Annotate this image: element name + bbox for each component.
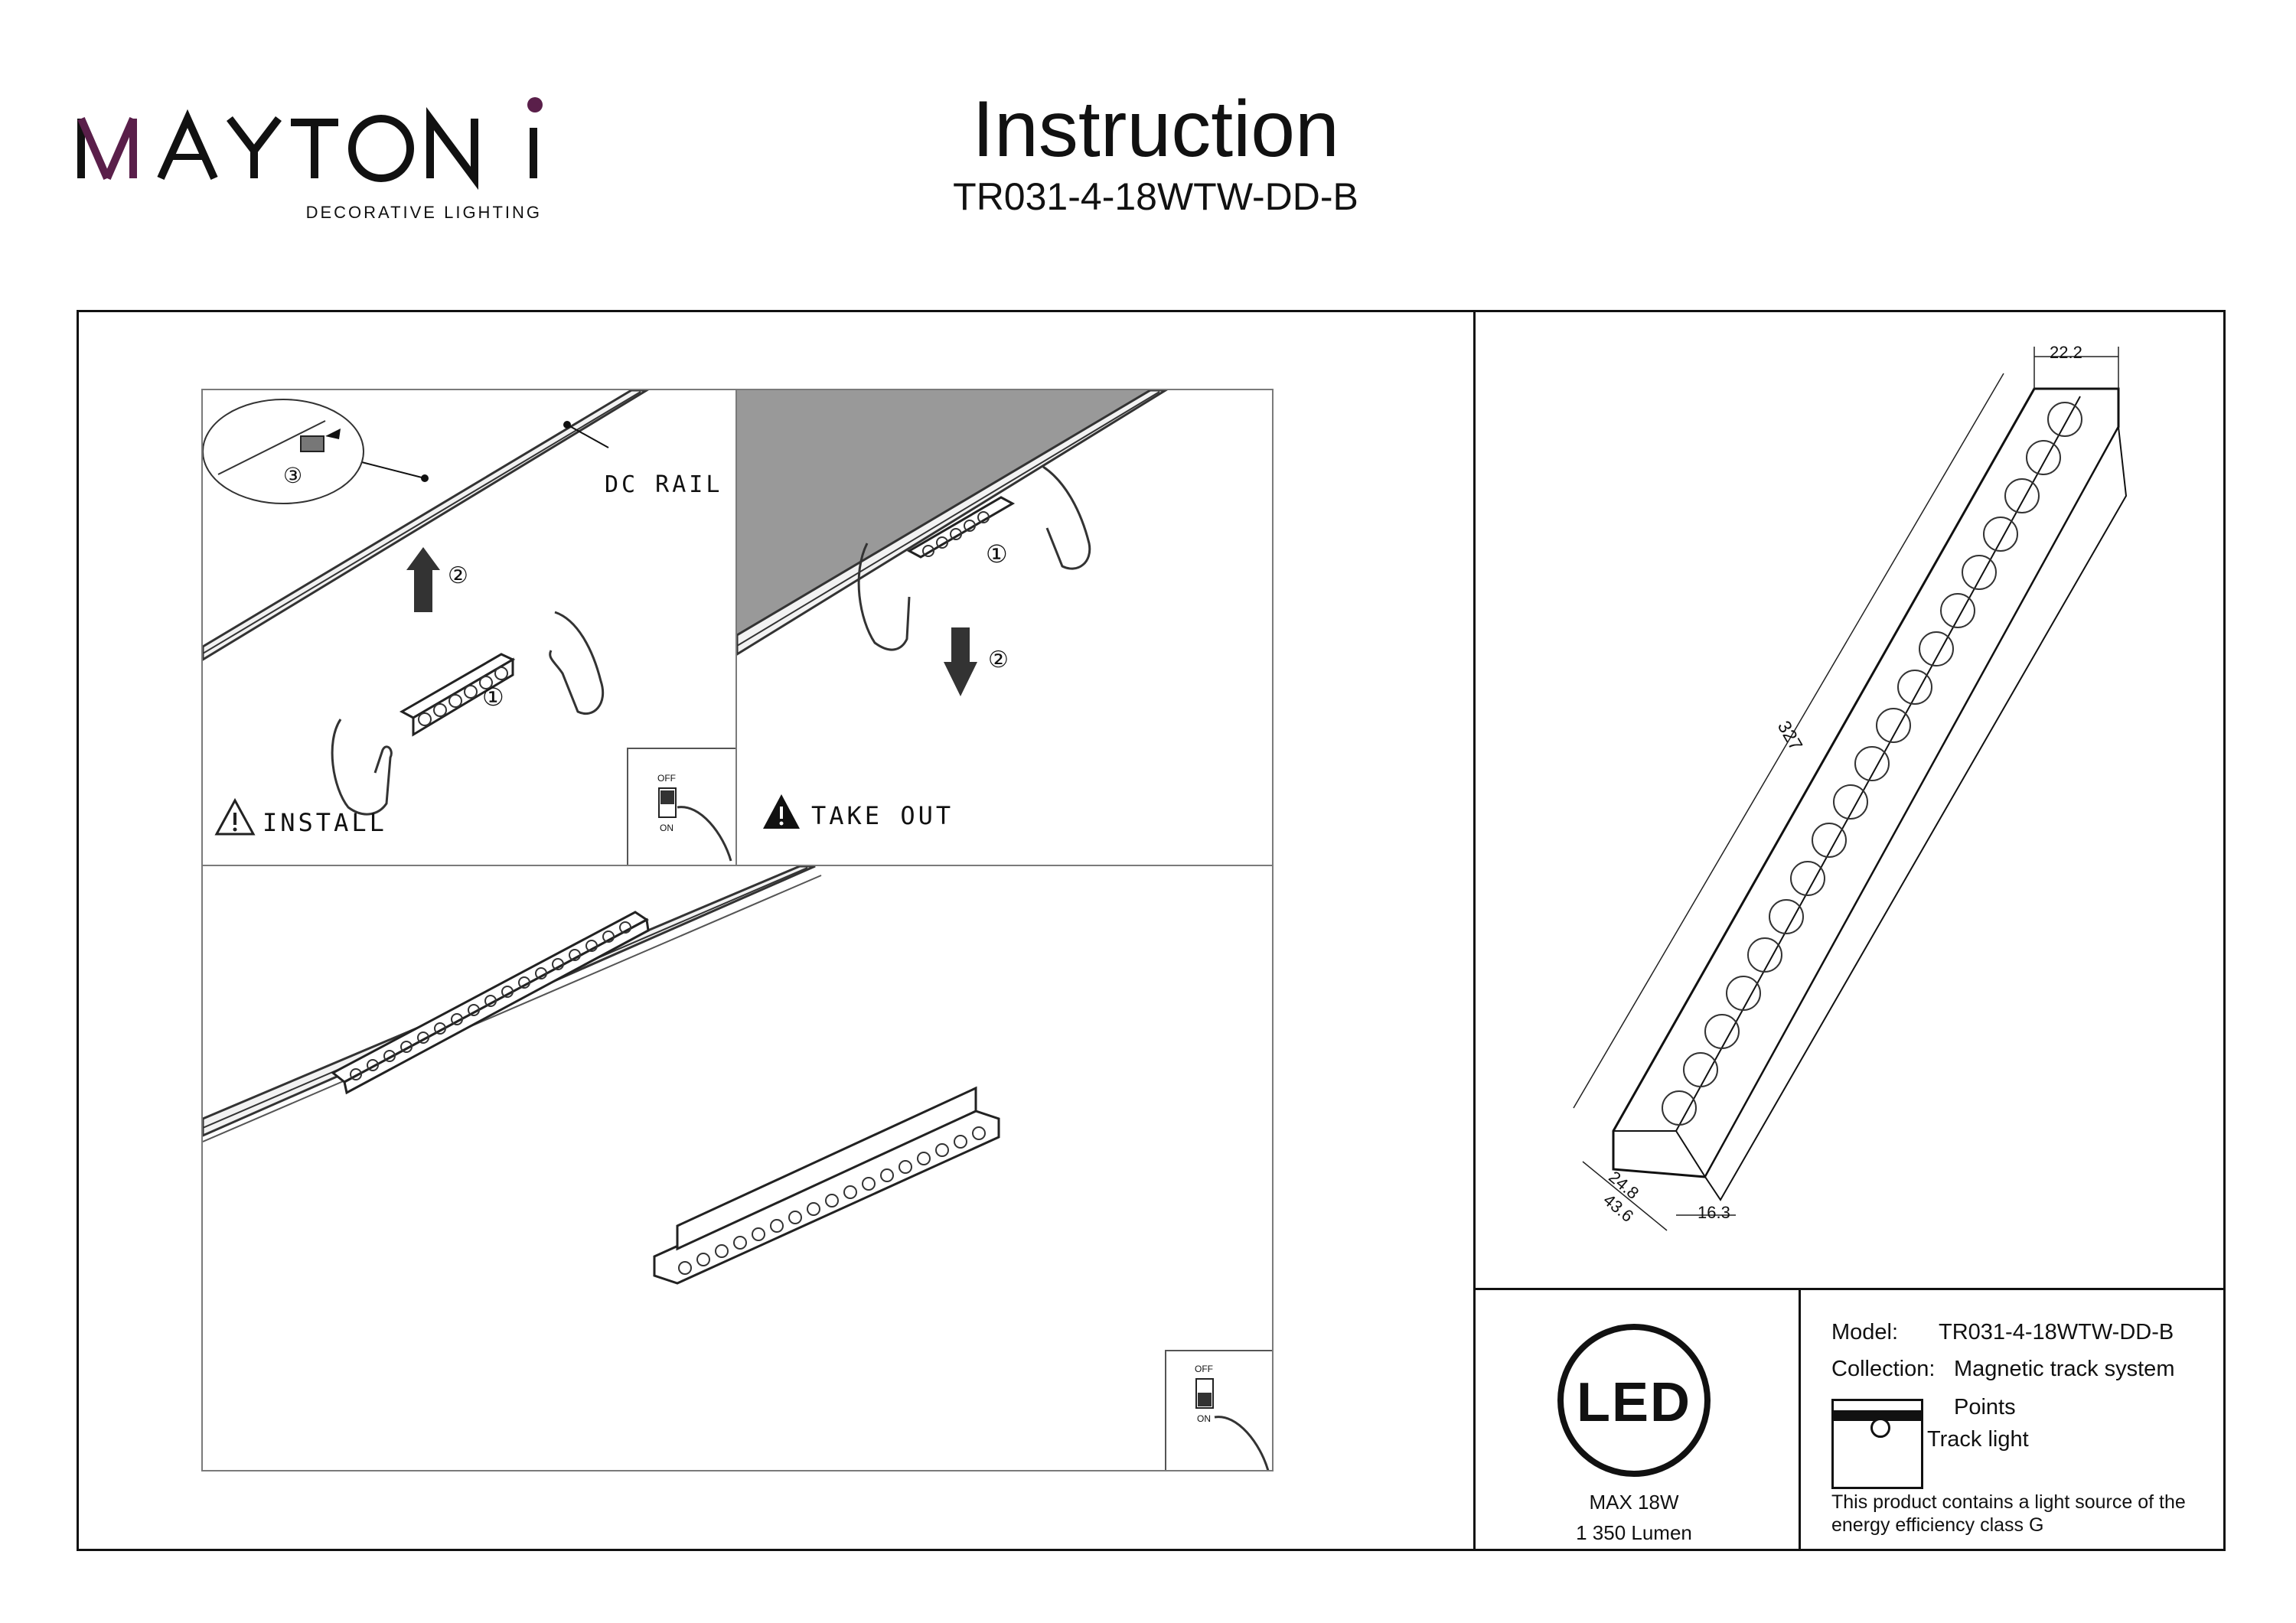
install-label: INSTALL [263, 808, 387, 837]
led-badge: LED [1557, 1324, 1711, 1477]
result-switch-off: OFF [1195, 1364, 1213, 1374]
type-value: Track light [1927, 1427, 2029, 1452]
collection-sub: Points [1954, 1395, 2016, 1419]
take-out-step-1: ① [986, 540, 1008, 568]
take-out-label: TAKE OUT [811, 801, 954, 830]
result-panel: OFF ON [201, 865, 1274, 1471]
led-badge-text: LED [1577, 1372, 1691, 1433]
result-switch-on: ON [1197, 1413, 1211, 1424]
result-illustration [203, 866, 1272, 1470]
install-step-2: ② [448, 563, 468, 588]
install-step-3: ③ [283, 464, 303, 487]
model-label: Model: [1831, 1320, 1899, 1344]
brand-tagline: DECORATIVE LIGHTING [306, 203, 542, 222]
install-switch-off: OFF [657, 773, 676, 784]
collection-value: Magnetic track system [1954, 1357, 2175, 1381]
install-step-1: ① [482, 683, 504, 711]
install-illustration [203, 390, 735, 865]
page-title: Instruction [972, 85, 1339, 174]
collection-label: Collection: [1831, 1357, 1936, 1381]
install-panel: DC RAIL ③ ② ① INSTALL OFF ON [201, 389, 737, 866]
energy-note-line2: energy efficiency class G [1831, 1514, 2044, 1536]
divider-vertical [1473, 310, 1476, 1551]
take-out-step-2: ② [988, 647, 1009, 673]
take-out-panel: ① ② TAKE OUT [735, 389, 1274, 866]
maytoni-logo: DECORATIVE LIGHTING [77, 97, 543, 222]
dim-height: 16.3 [1698, 1203, 1730, 1222]
install-switch-on: ON [660, 823, 673, 833]
dim-width-top: 22.2 [2050, 343, 2082, 362]
dimension-drawing: 22.2 327 24.8 43.6 16.3 [1476, 312, 2223, 1286]
model-code: TR031-4-18WTW-DD-B [953, 175, 1358, 218]
brand-logo: DECORATIVE LIGHTING [77, 88, 551, 226]
dc-rail-label: DC RAIL [605, 471, 723, 498]
take-out-illustration [737, 390, 1168, 829]
lumen-spec: 1 350 Lumen [1576, 1521, 1692, 1544]
divider-info [1799, 1288, 1801, 1551]
energy-note-line1: This product contains a light source of … [1831, 1491, 2186, 1513]
divider-horizontal [1473, 1288, 2226, 1290]
model-value: TR031-4-18WTW-DD-B [1939, 1320, 2174, 1344]
fixture-dimension-diagram [1573, 347, 2128, 1231]
track-light-icon [1831, 1399, 1923, 1489]
main-frame [77, 310, 2226, 1551]
power-spec: MAX 18W [1589, 1491, 1679, 1514]
